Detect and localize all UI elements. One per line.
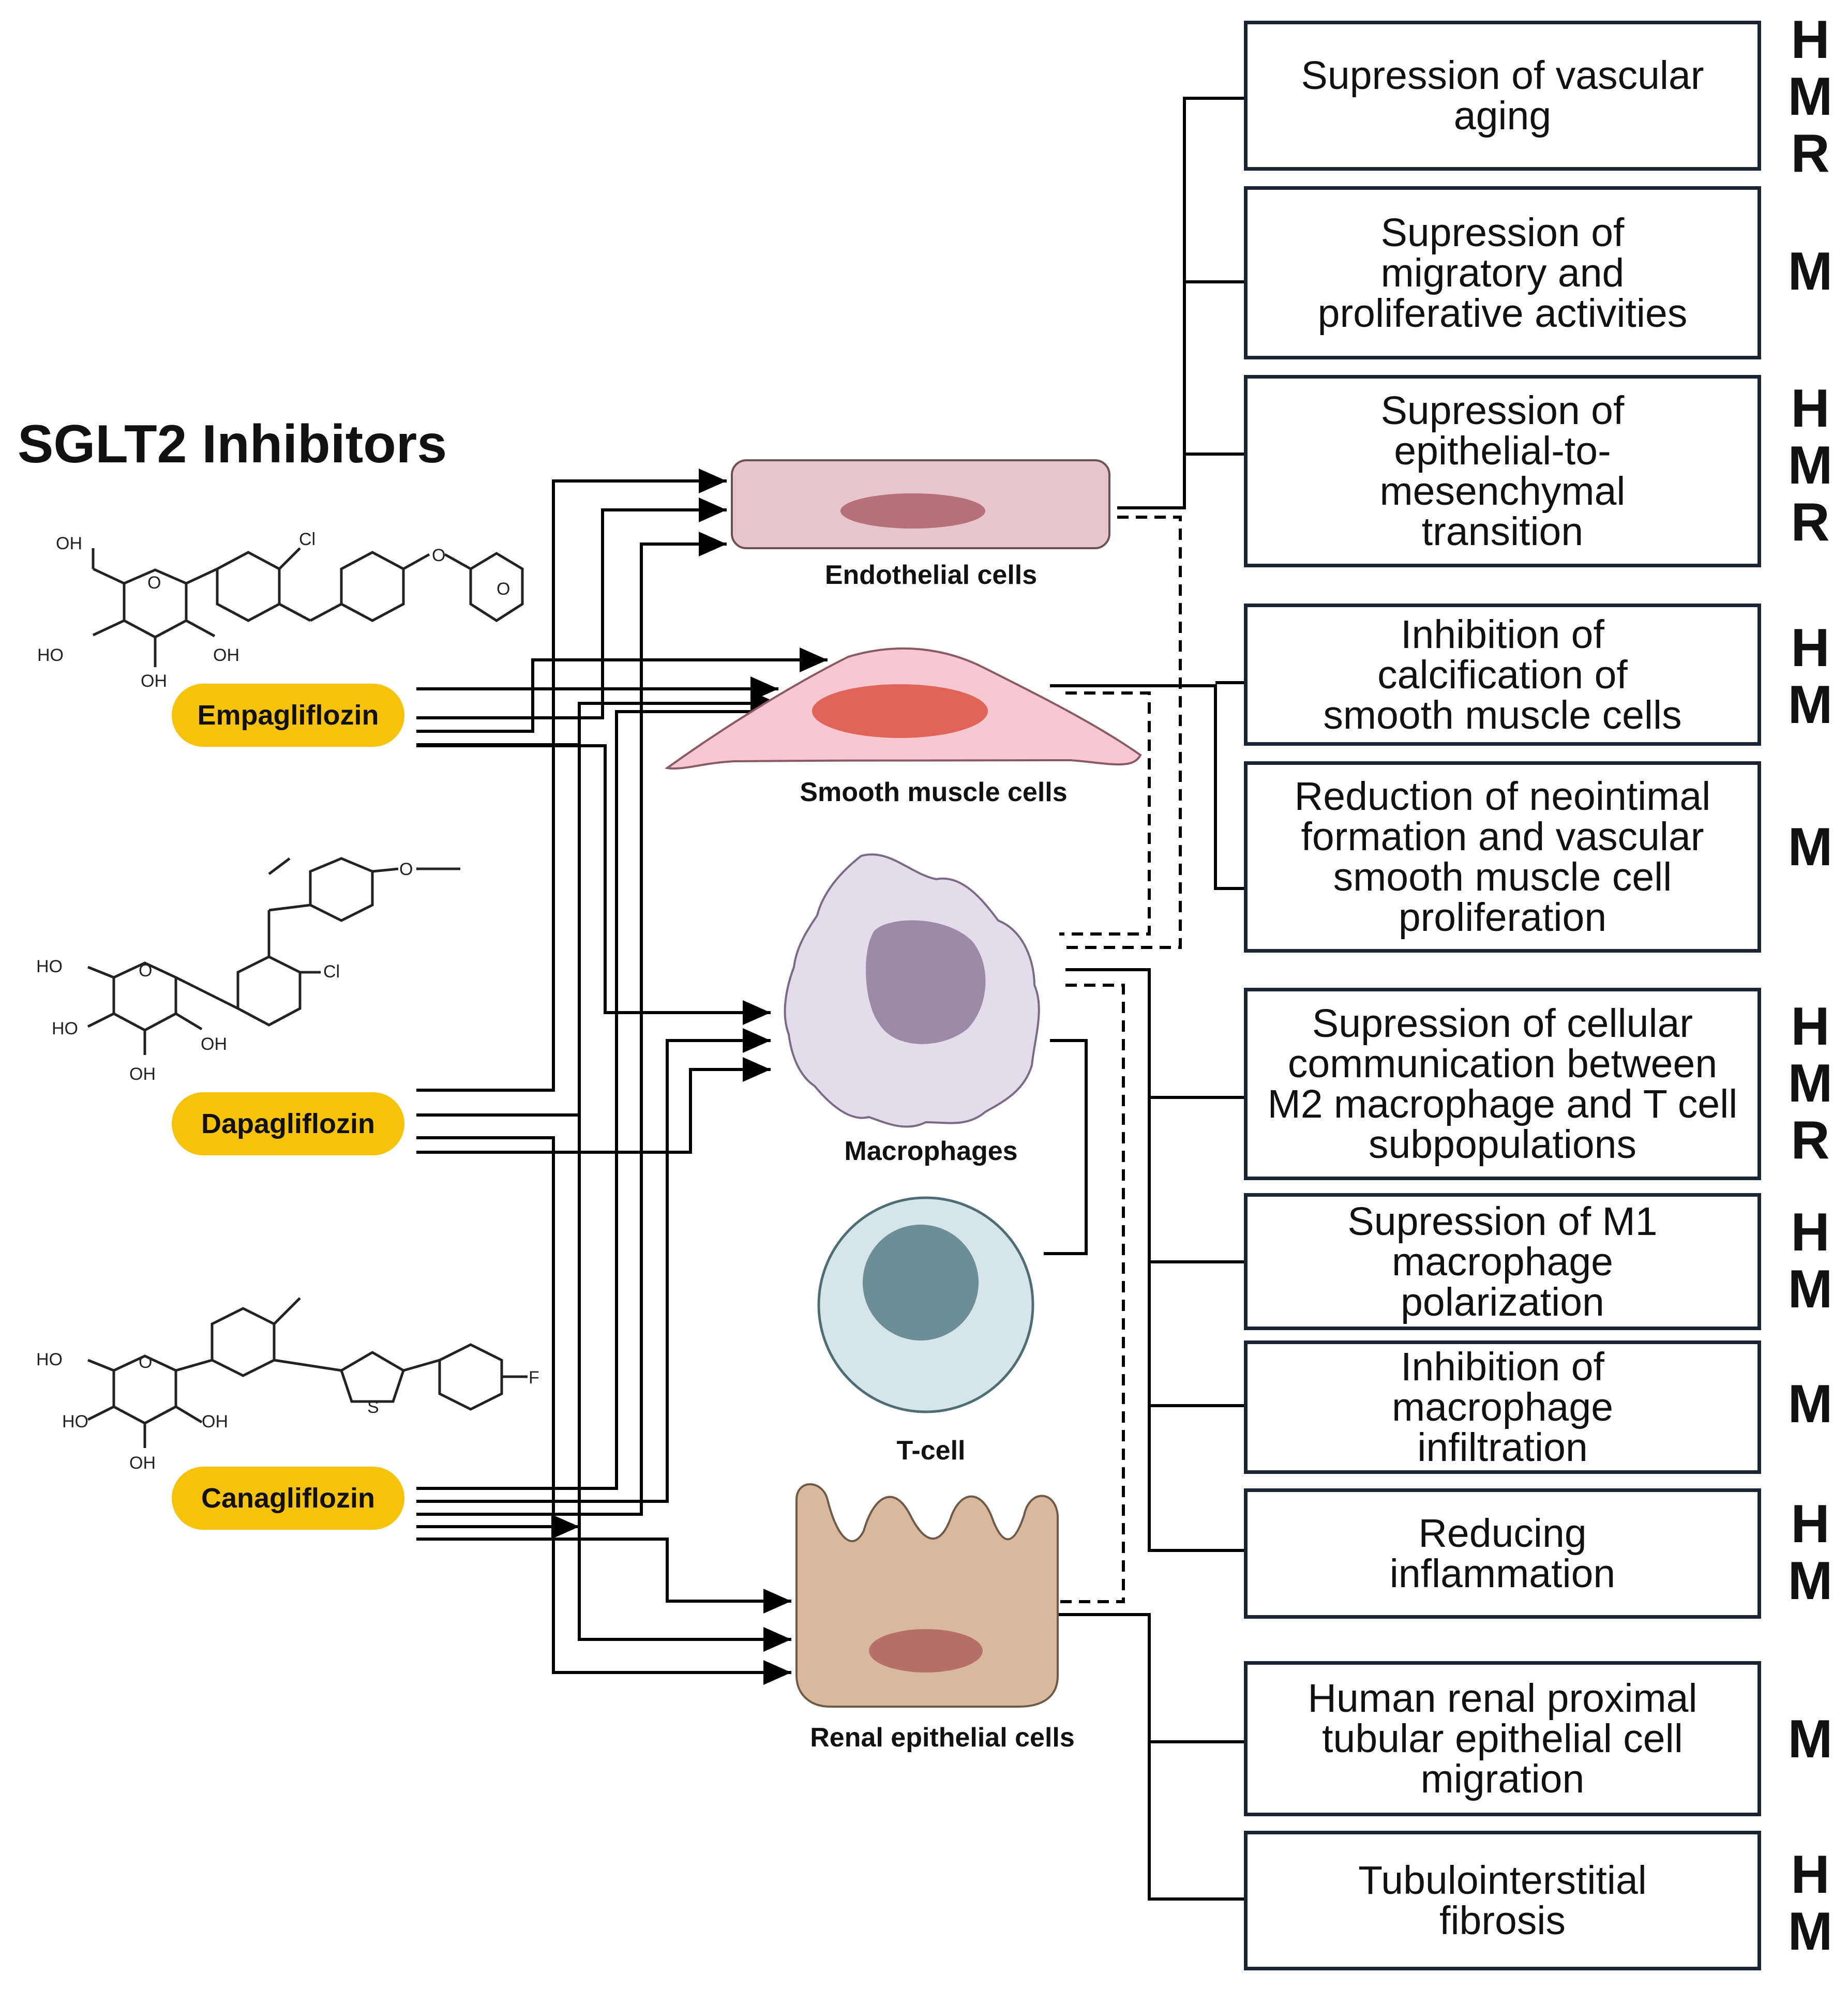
species-label: M	[1787, 1374, 1833, 1434]
svg-text:OH: OH	[129, 1453, 156, 1473]
arrow-dapa-smooth	[416, 691, 778, 1117]
svg-text:F: F	[529, 1368, 539, 1388]
svg-text:HO: HO	[36, 1350, 63, 1369]
dapagliflozin-structure: HO HO OH OH O Cl O	[36, 857, 460, 1084]
cell-label-endothelial: Endothelial cells	[824, 560, 1038, 590]
cell-label-macrophages: Macrophages	[844, 1136, 1018, 1166]
arrow-cana-smooth	[416, 699, 778, 1490]
svg-text:O: O	[139, 1352, 152, 1372]
svg-text:OH: OH	[141, 671, 167, 691]
cell-label-renal-epithelial: Renal epithelial cells	[810, 1723, 1075, 1753]
arrow-cana-macrophage	[416, 1028, 771, 1503]
arrow-cana-renal	[416, 1538, 791, 1614]
page-title: SGLT2 Inhibitors	[18, 414, 447, 474]
svg-text:OH: OH	[202, 1412, 228, 1432]
cell-label-t-cell: T-cell	[896, 1436, 966, 1466]
svg-text:HO: HO	[37, 645, 64, 665]
dashed-links	[1058, 516, 1182, 1603]
macrophage-cell	[784, 853, 1040, 1128]
canagliflozin-structure: HO HO OH OH O S F	[36, 1297, 539, 1473]
t-cell	[817, 1196, 1034, 1413]
svg-text:O: O	[139, 961, 152, 981]
species-label: H M	[1787, 1845, 1833, 1962]
svg-text:HO: HO	[62, 1412, 88, 1432]
arrow-empa-endothelial	[416, 498, 727, 719]
cell-to-effect-lines	[1044, 97, 1244, 1901]
svg-text:HO: HO	[36, 957, 63, 976]
cell-label-smooth-muscle: Smooth muscle cells	[800, 777, 1068, 807]
svg-text:HO: HO	[52, 1019, 78, 1038]
svg-text:O: O	[497, 579, 510, 599]
arrow-cana-endothelial	[416, 532, 727, 1516]
renal-epithelial-cell	[795, 1483, 1059, 1708]
svg-text:OH: OH	[201, 1034, 227, 1054]
drug-to-cell-arrows	[416, 469, 828, 1685]
drug-dapagliflozin: Dapagliflozin	[172, 1092, 404, 1155]
arrow-empa-smooth-2	[416, 647, 828, 733]
empagliflozin-structure: OH HO OH OH O Cl O O	[37, 530, 524, 691]
species-label: M	[1787, 242, 1833, 302]
svg-text:O: O	[147, 573, 161, 593]
drug-empagliflozin: Empagliflozin	[172, 684, 404, 747]
svg-text:Cl: Cl	[299, 530, 315, 549]
species-label: H M	[1787, 1202, 1833, 1319]
svg-text:O: O	[432, 546, 445, 565]
svg-text:S: S	[367, 1397, 379, 1417]
species-label: H M R	[1787, 10, 1833, 184]
arrow-empa-renal	[416, 743, 791, 1652]
svg-text:OH: OH	[129, 1064, 156, 1084]
drug-canagliflozin: Canagliflozin	[172, 1467, 404, 1530]
svg-text:O: O	[399, 860, 413, 879]
species-label: M	[1787, 817, 1833, 877]
svg-text:OH: OH	[213, 645, 239, 665]
species-label: H M	[1787, 618, 1833, 735]
arrow-dapa-renal	[416, 1136, 791, 1685]
svg-text:OH: OH	[56, 534, 82, 553]
endothelial-cell	[731, 459, 1110, 549]
species-label: H M R	[1787, 997, 1833, 1170]
svg-text:Cl: Cl	[323, 962, 340, 982]
arrow-dapa-endothelial	[416, 469, 727, 1092]
species-label: H M	[1787, 1494, 1833, 1611]
species-label: M	[1787, 1709, 1833, 1769]
smooth-muscle-cell	[664, 647, 1142, 770]
species-label: H M R	[1787, 379, 1833, 552]
